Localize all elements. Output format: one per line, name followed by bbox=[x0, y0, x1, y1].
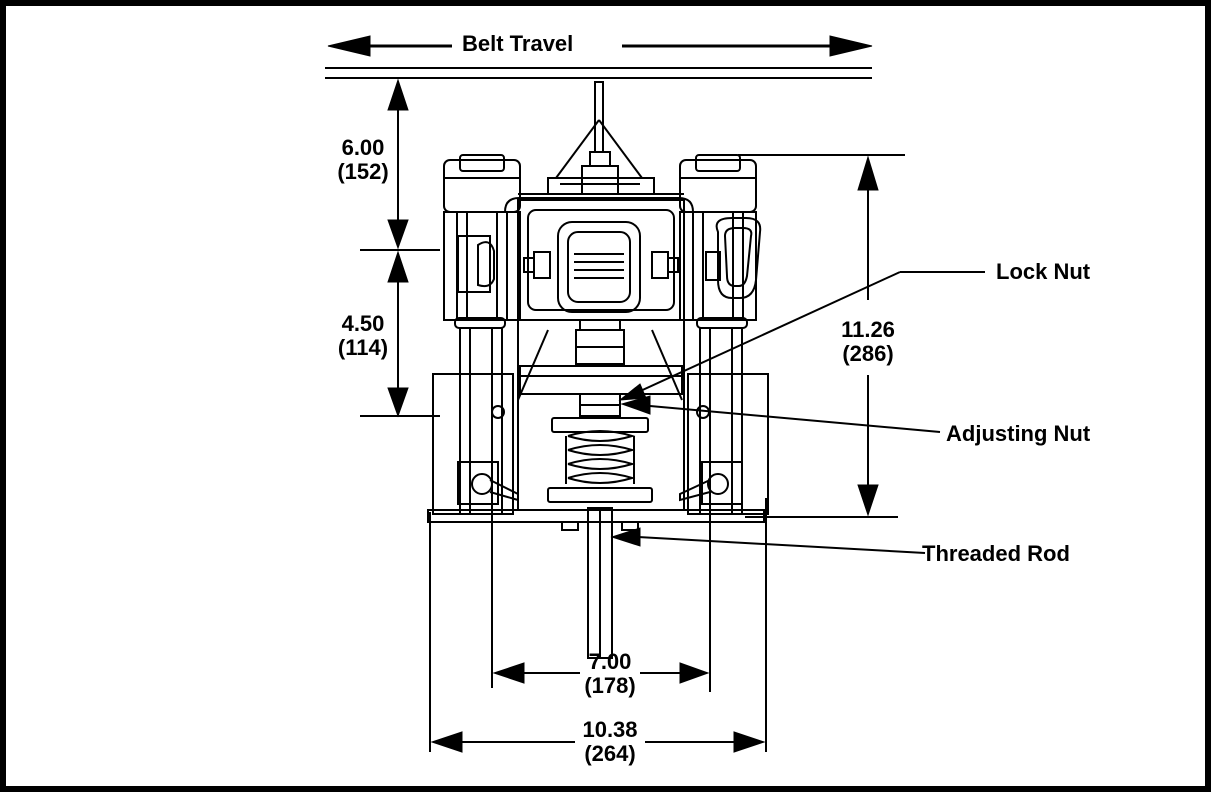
callout-leaders bbox=[610, 271, 985, 554]
dimension-overall-width bbox=[429, 498, 767, 753]
top-offset-mm: (152) bbox=[337, 159, 389, 184]
dimension-overall-height bbox=[738, 154, 905, 518]
adjusting-nut-callout: Adjusting Nut bbox=[946, 421, 1091, 446]
inner-width-inches: 7.00 bbox=[588, 649, 632, 674]
overall-height-dimension-label: 11.26 (286) bbox=[826, 318, 910, 366]
top-offset-inches: 6.00 bbox=[341, 135, 385, 160]
tensioner-assembly bbox=[427, 81, 769, 659]
inner-width-mm: (178) bbox=[584, 673, 636, 698]
middle-offset-dimension-label: 4.50 (114) bbox=[328, 312, 398, 360]
overall-width-mm: (264) bbox=[584, 741, 636, 766]
dimension-top-offset bbox=[360, 78, 440, 251]
overall-width-dimension-label: 10.38 (264) bbox=[565, 718, 655, 766]
dimension-middle-offset bbox=[360, 250, 440, 418]
inner-width-dimension-label: 7.00 (178) bbox=[570, 650, 650, 698]
threaded-rod-callout: Threaded Rod bbox=[922, 541, 1070, 566]
overall-height-mm: (286) bbox=[842, 341, 894, 366]
belt-travel-indicator bbox=[325, 35, 873, 79]
lock-nut-callout: Lock Nut bbox=[996, 259, 1091, 284]
middle-offset-mm: (114) bbox=[337, 335, 389, 360]
top-offset-dimension-label: 6.00 (152) bbox=[328, 136, 398, 184]
middle-offset-inches: 4.50 bbox=[341, 311, 385, 336]
overall-width-inches: 10.38 bbox=[582, 717, 638, 742]
belt-travel-label: Belt Travel bbox=[462, 31, 574, 56]
overall-height-inches: 11.26 bbox=[841, 317, 895, 342]
